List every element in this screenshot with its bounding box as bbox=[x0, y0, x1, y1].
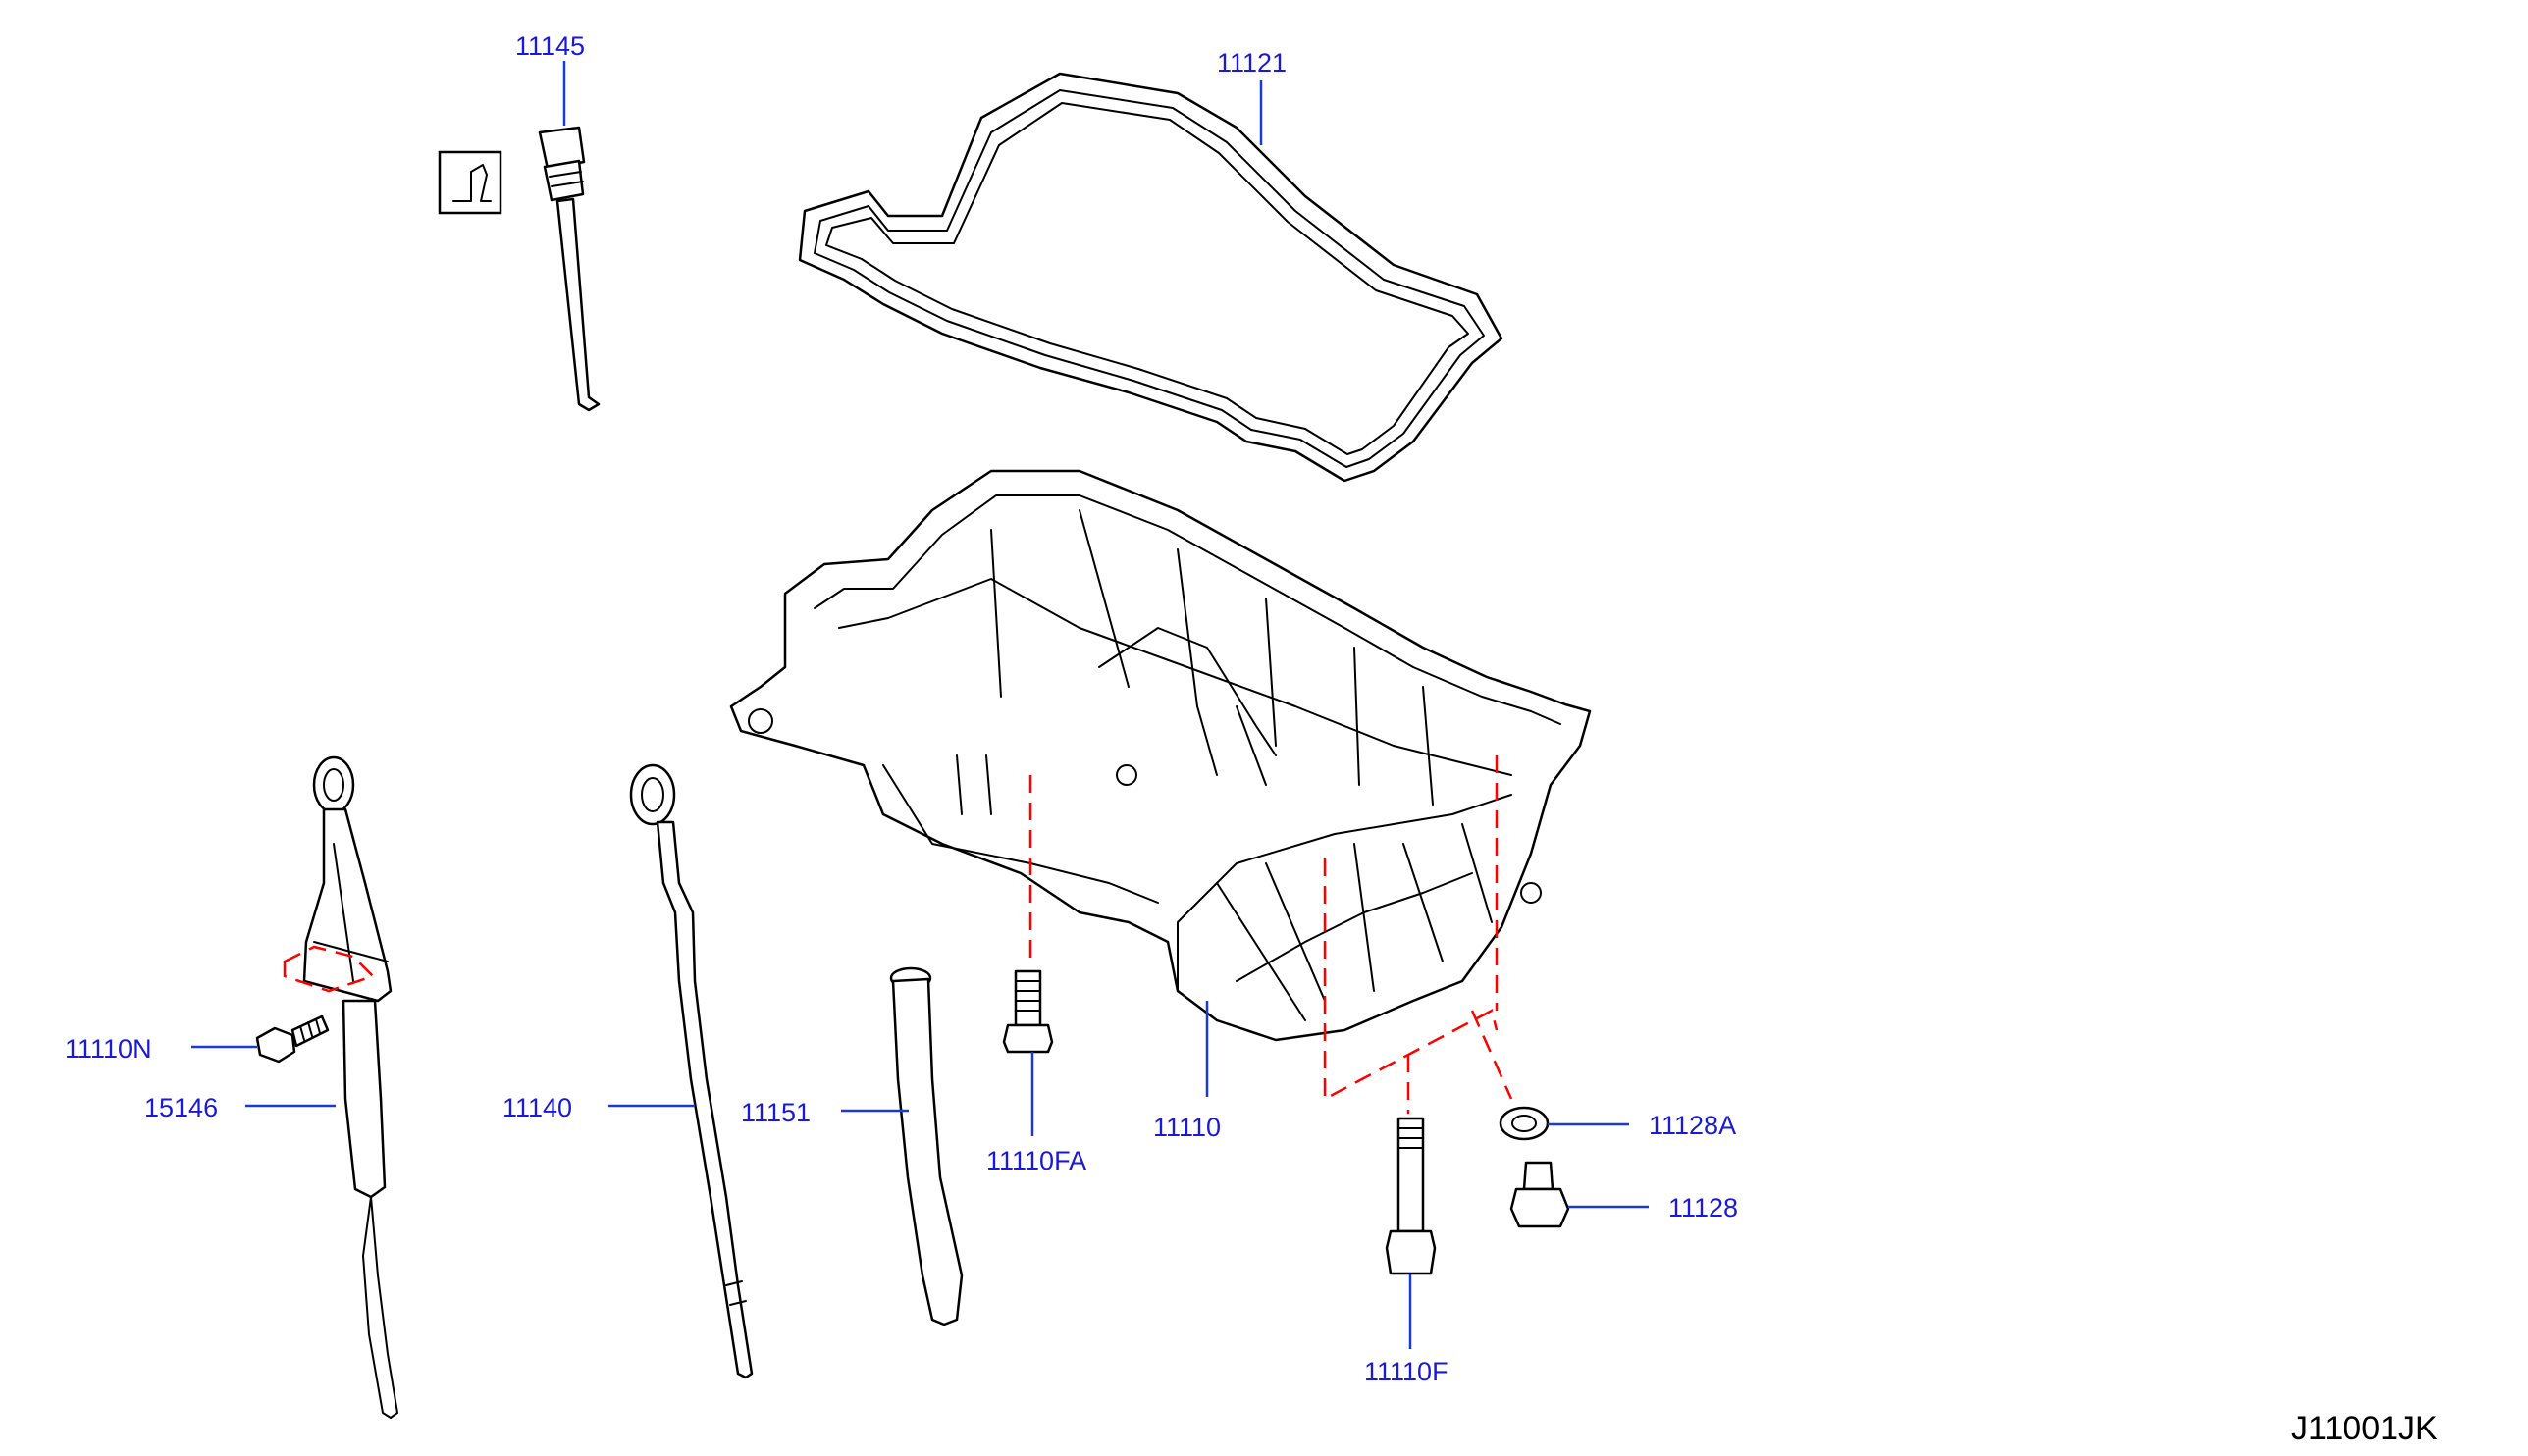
leader-lines bbox=[191, 61, 1649, 1349]
part-11128A-washer bbox=[1499, 1106, 1550, 1141]
callout-11110N: 11110N bbox=[65, 1034, 152, 1064]
callout-15146: 15146 bbox=[144, 1093, 218, 1122]
part-11110N-bolt bbox=[255, 1014, 330, 1064]
callout-11145: 11145 bbox=[515, 31, 585, 61]
drawing-code: J11001JK bbox=[2291, 1410, 2438, 1447]
part-11140-oil-level-gauge bbox=[629, 763, 754, 1379]
callout-11110: 11110 bbox=[1153, 1113, 1221, 1142]
part-15146-oil-level-gauge-guide bbox=[302, 755, 398, 1419]
callout-11128A: 11128A bbox=[1649, 1111, 1736, 1140]
part-11128-drain-plug bbox=[1509, 1161, 1570, 1228]
part-11121-oil-pan-gasket bbox=[798, 72, 1503, 483]
part-11151-oil-strainer-tube bbox=[889, 966, 964, 1326]
tube-symbol-icon bbox=[438, 150, 502, 215]
callout-11110FA: 11110FA bbox=[986, 1146, 1086, 1175]
part-11110F-bolt bbox=[1385, 1117, 1437, 1275]
part-11110FA-bolt bbox=[1002, 969, 1054, 1054]
part-11110-oil-pan bbox=[729, 469, 1592, 1042]
callout-11151: 11151 bbox=[741, 1098, 811, 1127]
callout-11110F: 11110F bbox=[1364, 1357, 1448, 1386]
callout-11121: 11121 bbox=[1217, 48, 1287, 78]
part-11145-dipstick-guide bbox=[538, 126, 601, 412]
callout-11128: 11128 bbox=[1668, 1193, 1738, 1222]
callout-11140: 11140 bbox=[502, 1093, 572, 1122]
dashed-reference-lines bbox=[283, 755, 1513, 1114]
